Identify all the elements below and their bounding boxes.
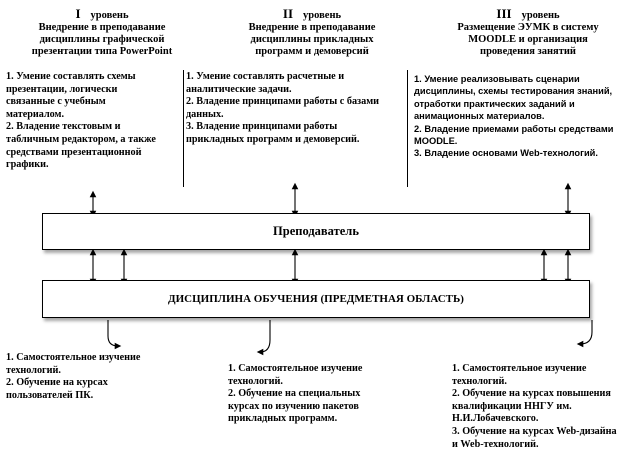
level-1-title-line: презентации типа PowerPoint — [31, 46, 173, 57]
skill-line: прикладных программ и демоверсий. — [186, 133, 360, 145]
level-3-word: уровень — [521, 10, 560, 21]
level-3-header: III уровень Размещение ЭУМК в систему MOO… — [428, 6, 628, 58]
level-3-title-line: Размещение ЭУМК в систему — [457, 22, 599, 33]
skill-line: 2. Владение принципами работы с базами — [186, 96, 380, 108]
level-2-numeral: II — [282, 6, 294, 21]
outcome-line: пользователей ПК. — [6, 389, 94, 401]
skill-line: графики. — [6, 159, 49, 171]
level-3-skills: 1. Умение реализовывать сценарии дисципл… — [414, 73, 630, 160]
skill-line: материалом. — [6, 108, 65, 120]
skill-line: 1. Умение реализовывать сценарии — [414, 74, 580, 84]
level-2-title-line: дисциплины прикладных — [250, 34, 374, 45]
skill-line: презентации, логически — [6, 83, 118, 95]
outcome-line: технологий. — [6, 364, 61, 376]
outcome-list-1: 1. Самостоятельное изучение технологий. … — [6, 352, 176, 402]
skill-line: табличным редактором, а также — [6, 133, 156, 145]
skill-line: средствами презентационной — [6, 146, 142, 158]
level-3-title-line: MOODLE и организация — [468, 34, 588, 45]
skill-line: 2. Владение текстовым и — [6, 121, 121, 133]
outcome-line: квалификации ННГУ им. — [452, 400, 572, 412]
column-divider-right — [407, 70, 408, 187]
level-1-title-line: дисциплины графической — [39, 34, 165, 45]
outcome-line: Н.И.Лобачевского. — [452, 413, 539, 425]
level-1-word: уровень — [90, 10, 129, 21]
level-3-numeral: III — [496, 6, 512, 21]
level-1-title-line: Внедрение в преподавание — [38, 22, 166, 33]
arrow-discipline-outcome-3 — [576, 320, 593, 348]
skill-line: 3. Владение принципами работы — [186, 121, 338, 133]
outcome-line: технологий. — [228, 375, 283, 387]
outcome-list-2: 1. Самостоятельное изучение технологий. … — [228, 363, 408, 426]
teacher-bar: Преподаватель — [42, 213, 590, 250]
skill-line: MOODLE. — [414, 136, 458, 147]
level-1-numeral: I — [75, 6, 81, 21]
teacher-label: Преподаватель — [273, 224, 359, 238]
discipline-label: ДИСЦИПЛИНА ОБУЧЕНИЯ (ПРЕДМЕТНАЯ ОБЛАСТЬ) — [168, 293, 464, 305]
skill-line: 3. Владение основами Web-технологий. — [414, 148, 598, 159]
skill-line: аналитические задачи. — [186, 83, 292, 95]
skill-line: данных. — [186, 108, 224, 120]
arrow-discipline-outcome-2 — [256, 320, 271, 356]
outcome-line: 2. Обучение на курсах — [6, 377, 108, 389]
arrow-discipline-outcome-1 — [107, 320, 122, 350]
outcome-line: 1. Самостоятельное изучение — [228, 363, 363, 374]
level-2-header: II уровень Внедрение в преподавание дисци… — [222, 6, 402, 58]
level-2-title-line: Внедрение в преподавание — [248, 22, 376, 33]
outcome-line: 2. Обучение на курсах повышения — [452, 388, 611, 400]
level-3-title-line: проведения занятий — [480, 46, 576, 57]
level-2-word: уровень — [303, 10, 342, 21]
skill-line: 2. Владение приемами работы средствами — [414, 123, 614, 134]
skill-line: 1. Умение составлять расчетные и — [186, 71, 345, 82]
level-1-skills: 1. Умение составлять схемы презентации, … — [6, 71, 182, 172]
level-2-skills: 1. Умение составлять расчетные и аналити… — [186, 71, 398, 147]
outcome-line: 3. Обучение на курсах Web-дизайна — [452, 425, 617, 437]
skill-line: 1. Умение составлять схемы — [6, 71, 136, 82]
outcome-list-3: 1. Самостоятельное изучение технологий. … — [452, 363, 632, 451]
skill-line: дисциплины, схемы тестирования знаний, — [414, 86, 613, 97]
outcome-line: 2. Обучение на специальных — [228, 388, 361, 400]
outcome-line: и Web-технологий. — [452, 438, 539, 450]
outcome-line: прикладных программ. — [228, 413, 338, 425]
skill-line: отработки практических заданий и — [414, 98, 575, 109]
skill-line: анимационных материалов. — [414, 111, 545, 122]
skill-line: связанные с учебным — [6, 96, 106, 108]
outcome-line: 1. Самостоятельное изучение — [6, 352, 141, 363]
outcome-line: курсах по изучению пакетов — [228, 400, 359, 412]
outcome-line: 1. Самостоятельное изучение — [452, 363, 587, 374]
column-divider-left — [183, 70, 184, 187]
discipline-bar: ДИСЦИПЛИНА ОБУЧЕНИЯ (ПРЕДМЕТНАЯ ОБЛАСТЬ) — [42, 280, 590, 318]
level-2-title-line: программ и демоверсий — [255, 46, 369, 57]
outcome-line: технологий. — [452, 375, 507, 387]
